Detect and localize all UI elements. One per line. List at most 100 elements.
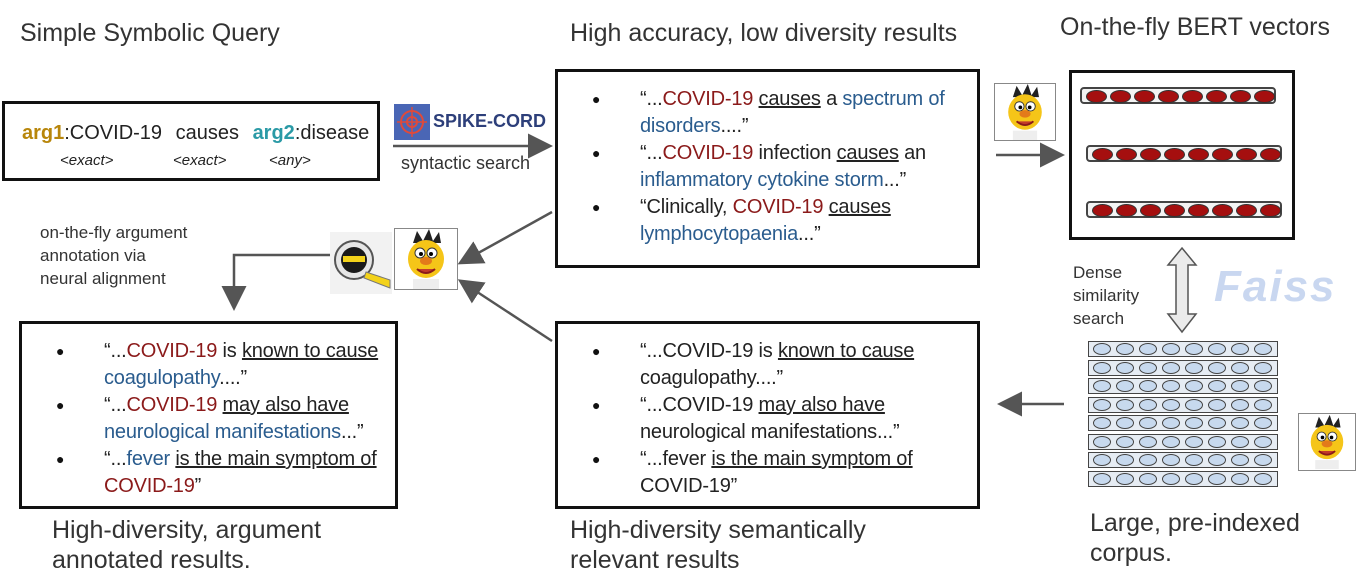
- vector-dimension: [1260, 204, 1281, 217]
- spike-logo-icon: [394, 104, 430, 140]
- vector-dimension: [1140, 204, 1161, 217]
- bert-face-icon: [994, 83, 1056, 141]
- vector-dimension: [1182, 90, 1203, 103]
- corpus-vector-dimension: [1093, 417, 1111, 429]
- corpus-vector-dimension: [1208, 398, 1226, 411]
- corpus-vector-dimension: [1139, 435, 1157, 448]
- entity-arg: neurological manifestations: [104, 421, 341, 443]
- corpus-vector-dimension: [1116, 380, 1134, 392]
- corpus-vector-dimension: [1231, 435, 1249, 448]
- vector-dimension: [1212, 204, 1233, 217]
- vector-dimension: [1260, 148, 1281, 161]
- entity-arg1: COVID-19: [662, 142, 754, 164]
- corpus-vector-dimension: [1162, 417, 1180, 429]
- high-accuracy-box: “...COVID-19 causes a spectrum of disord…: [555, 69, 980, 268]
- corpus-vector-dimension: [1139, 417, 1157, 429]
- result-quote: “Clinically,: [640, 196, 733, 218]
- result-item: “...COVID-19 infection causes an inflamm…: [558, 140, 977, 194]
- corpus-vector-row: [1088, 396, 1278, 413]
- entity-arg1: COVID-19: [732, 196, 824, 218]
- corpus-vector-row: [1088, 452, 1278, 468]
- result-quote: “...: [640, 88, 663, 110]
- result-item: “...COVID-19 may also have neurological …: [558, 392, 977, 446]
- heading-bert-vectors: On-the-fly BERT vectors: [1060, 13, 1330, 41]
- corpus-vector-dimension: [1162, 454, 1180, 466]
- corpus-vector-dimension: [1254, 380, 1272, 392]
- result-text: “...COVID-19 is: [640, 340, 778, 362]
- bert-vectors-box: [1069, 70, 1295, 240]
- bert-vector-row: [1086, 145, 1282, 162]
- relation-phrase: may also have: [758, 394, 886, 416]
- corpus-vector-dimension: [1116, 398, 1134, 411]
- vector-dimension: [1134, 90, 1155, 103]
- result-quote: “...: [104, 448, 127, 470]
- corpus-vector-dimension: [1116, 417, 1134, 429]
- result-text: “...COVID-19: [640, 394, 759, 416]
- corpus-vector-dimension: [1208, 380, 1226, 392]
- bert-face-icon: [394, 228, 458, 290]
- query-verb: causes: [175, 122, 239, 144]
- vector-dimension: [1092, 204, 1113, 217]
- entity-arg2: inflammatory cytokine storm: [640, 169, 884, 191]
- heading-semantic-2: relevant results: [570, 546, 740, 574]
- vector-dimension: [1206, 90, 1227, 103]
- corpus-vector-dimension: [1185, 417, 1203, 429]
- corpus-vector-dimension: [1231, 361, 1249, 374]
- entity-arg: COVID-19: [104, 475, 195, 497]
- sub-exact-2: <exact>: [173, 152, 227, 169]
- entity-arg: COVID-19: [126, 340, 218, 362]
- corpus-vector-dimension: [1139, 380, 1157, 392]
- vector-dimension: [1230, 90, 1251, 103]
- vector-dimension: [1236, 204, 1257, 217]
- corpus-vector-dimension: [1208, 417, 1226, 429]
- result-text: a: [820, 88, 843, 110]
- relation-phrase: known to cause: [777, 340, 915, 362]
- vector-dimension: [1140, 148, 1161, 161]
- result-quote: ...”: [883, 169, 907, 191]
- high-accuracy-list: “...COVID-19 causes a spectrum of disord…: [558, 86, 977, 248]
- relation-phrase: is the main symptom of: [711, 448, 913, 470]
- annotated-box: “...COVID-19 is known to cause coagulopa…: [19, 321, 398, 509]
- sub-any: <any>: [269, 152, 311, 169]
- vector-dimension: [1236, 148, 1257, 161]
- arrow-annotator-to-annotated: [221, 253, 330, 311]
- corpus-vector-dimension: [1254, 343, 1272, 355]
- corpus-vector-row: [1088, 341, 1278, 357]
- vector-dimension: [1164, 148, 1185, 161]
- annotation-note-line-2: annotation via: [40, 246, 146, 265]
- corpus-vector-dimension: [1162, 472, 1180, 485]
- heading-corpus-1: Large, pre-indexed: [1090, 509, 1300, 537]
- spike-caption: syntactic search: [401, 153, 531, 173]
- result-text: “...fever: [640, 448, 712, 470]
- corpus-vector-dimension: [1254, 398, 1272, 411]
- dense-search-double-arrow: [1166, 246, 1198, 334]
- relation-phrase: causes: [828, 196, 891, 218]
- query-box: arg1:COVID-19 causes arg2:disease <exact…: [2, 101, 380, 181]
- corpus-vector-dimension: [1208, 361, 1226, 374]
- corpus-vector-dimension: [1231, 343, 1249, 355]
- semantic-box: “...COVID-19 is known to cause coagulopa…: [555, 321, 980, 509]
- tape-measure-icon: [330, 232, 392, 294]
- corpus-vector-dimension: [1231, 398, 1249, 411]
- entity-arg: fever: [126, 448, 171, 470]
- result-item: “...COVID-19 is known to cause coagulopa…: [22, 338, 395, 392]
- vector-dimension: [1254, 90, 1275, 103]
- corpus-vector-row: [1088, 433, 1278, 450]
- semantic-list: “...COVID-19 is known to cause coagulopa…: [558, 338, 977, 500]
- corpus-vector-dimension: [1208, 435, 1226, 448]
- result-item: “...COVID-19 may also have neurological …: [22, 392, 395, 446]
- corpus-vector-dimension: [1185, 343, 1203, 355]
- corpus-vector-dimension: [1208, 343, 1226, 355]
- corpus-vector-dimension: [1254, 435, 1272, 448]
- result-item: “Clinically, COVID-19 causes lymphocytop…: [558, 194, 977, 248]
- corpus-vector-dimension: [1139, 454, 1157, 466]
- entity-arg2: lymphocytopaenia: [640, 223, 799, 245]
- result-item: “...COVID-19 is known to cause coagulopa…: [558, 338, 977, 392]
- result-quote: “...: [104, 394, 127, 416]
- corpus-vector-dimension: [1162, 380, 1180, 392]
- relation-phrase: causes: [836, 142, 899, 164]
- spike-logo-text: SPIKE-CORD: [433, 111, 547, 131]
- faiss-logo: Faiss: [1214, 262, 1337, 311]
- corpus-vector-dimension: [1093, 454, 1111, 466]
- corpus-vector-dimension: [1254, 361, 1272, 374]
